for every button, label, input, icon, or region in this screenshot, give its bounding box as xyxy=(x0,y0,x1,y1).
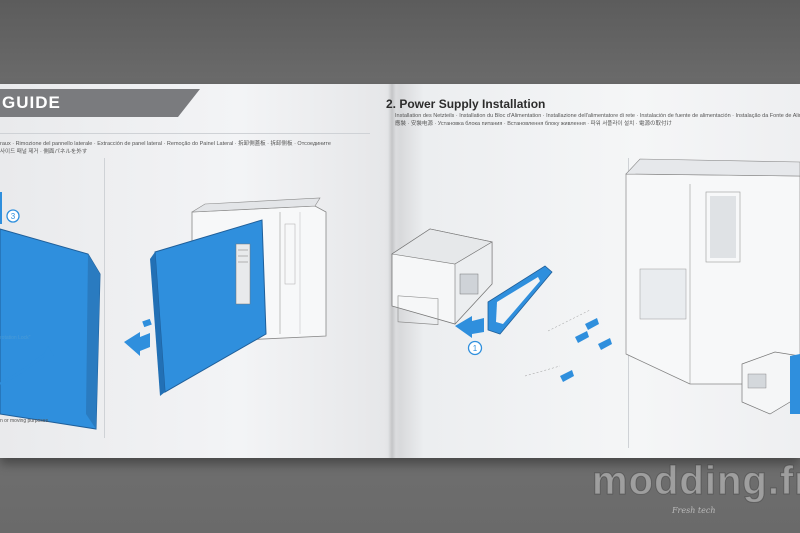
pc-case-illustration xyxy=(150,197,327,396)
removed-side-panel xyxy=(0,228,101,430)
right-languages: Installation des Netzteils · Installatio… xyxy=(395,113,800,127)
psu-illustration xyxy=(391,228,493,325)
rotation-lock-label: rotation Lock" xyxy=(0,335,31,341)
section-banner xyxy=(0,89,200,117)
rotate-arrowhead-icon xyxy=(43,346,54,356)
step-3-marker: 3 xyxy=(6,209,20,223)
left-languages: raux · Rimozione del pannello laterale ·… xyxy=(0,141,331,155)
inserted-psu xyxy=(741,351,800,415)
page-title: 2. Power Supply Installation xyxy=(386,97,546,111)
left-page-divider xyxy=(104,158,105,438)
step-3-label: 3 xyxy=(11,212,16,221)
watermark-signature: Fresh tech xyxy=(672,506,716,515)
banner-title: GUIDE xyxy=(2,93,61,112)
step-1-label: 1 xyxy=(473,344,478,353)
push-right-arrow-icon xyxy=(455,316,484,338)
pc-case-interior xyxy=(625,158,800,385)
left-footnote: n or moving purposes. xyxy=(0,418,50,424)
watermark-logo: modding.fr xyxy=(592,459,800,504)
move-left-arrow-icon xyxy=(124,318,152,356)
screw-arrows xyxy=(524,309,612,382)
psu-bracket xyxy=(487,265,553,335)
manual-illustrations: 3 1 xyxy=(0,158,800,430)
left-page-rule xyxy=(0,133,370,134)
step-1-marker: 1 xyxy=(467,340,483,356)
